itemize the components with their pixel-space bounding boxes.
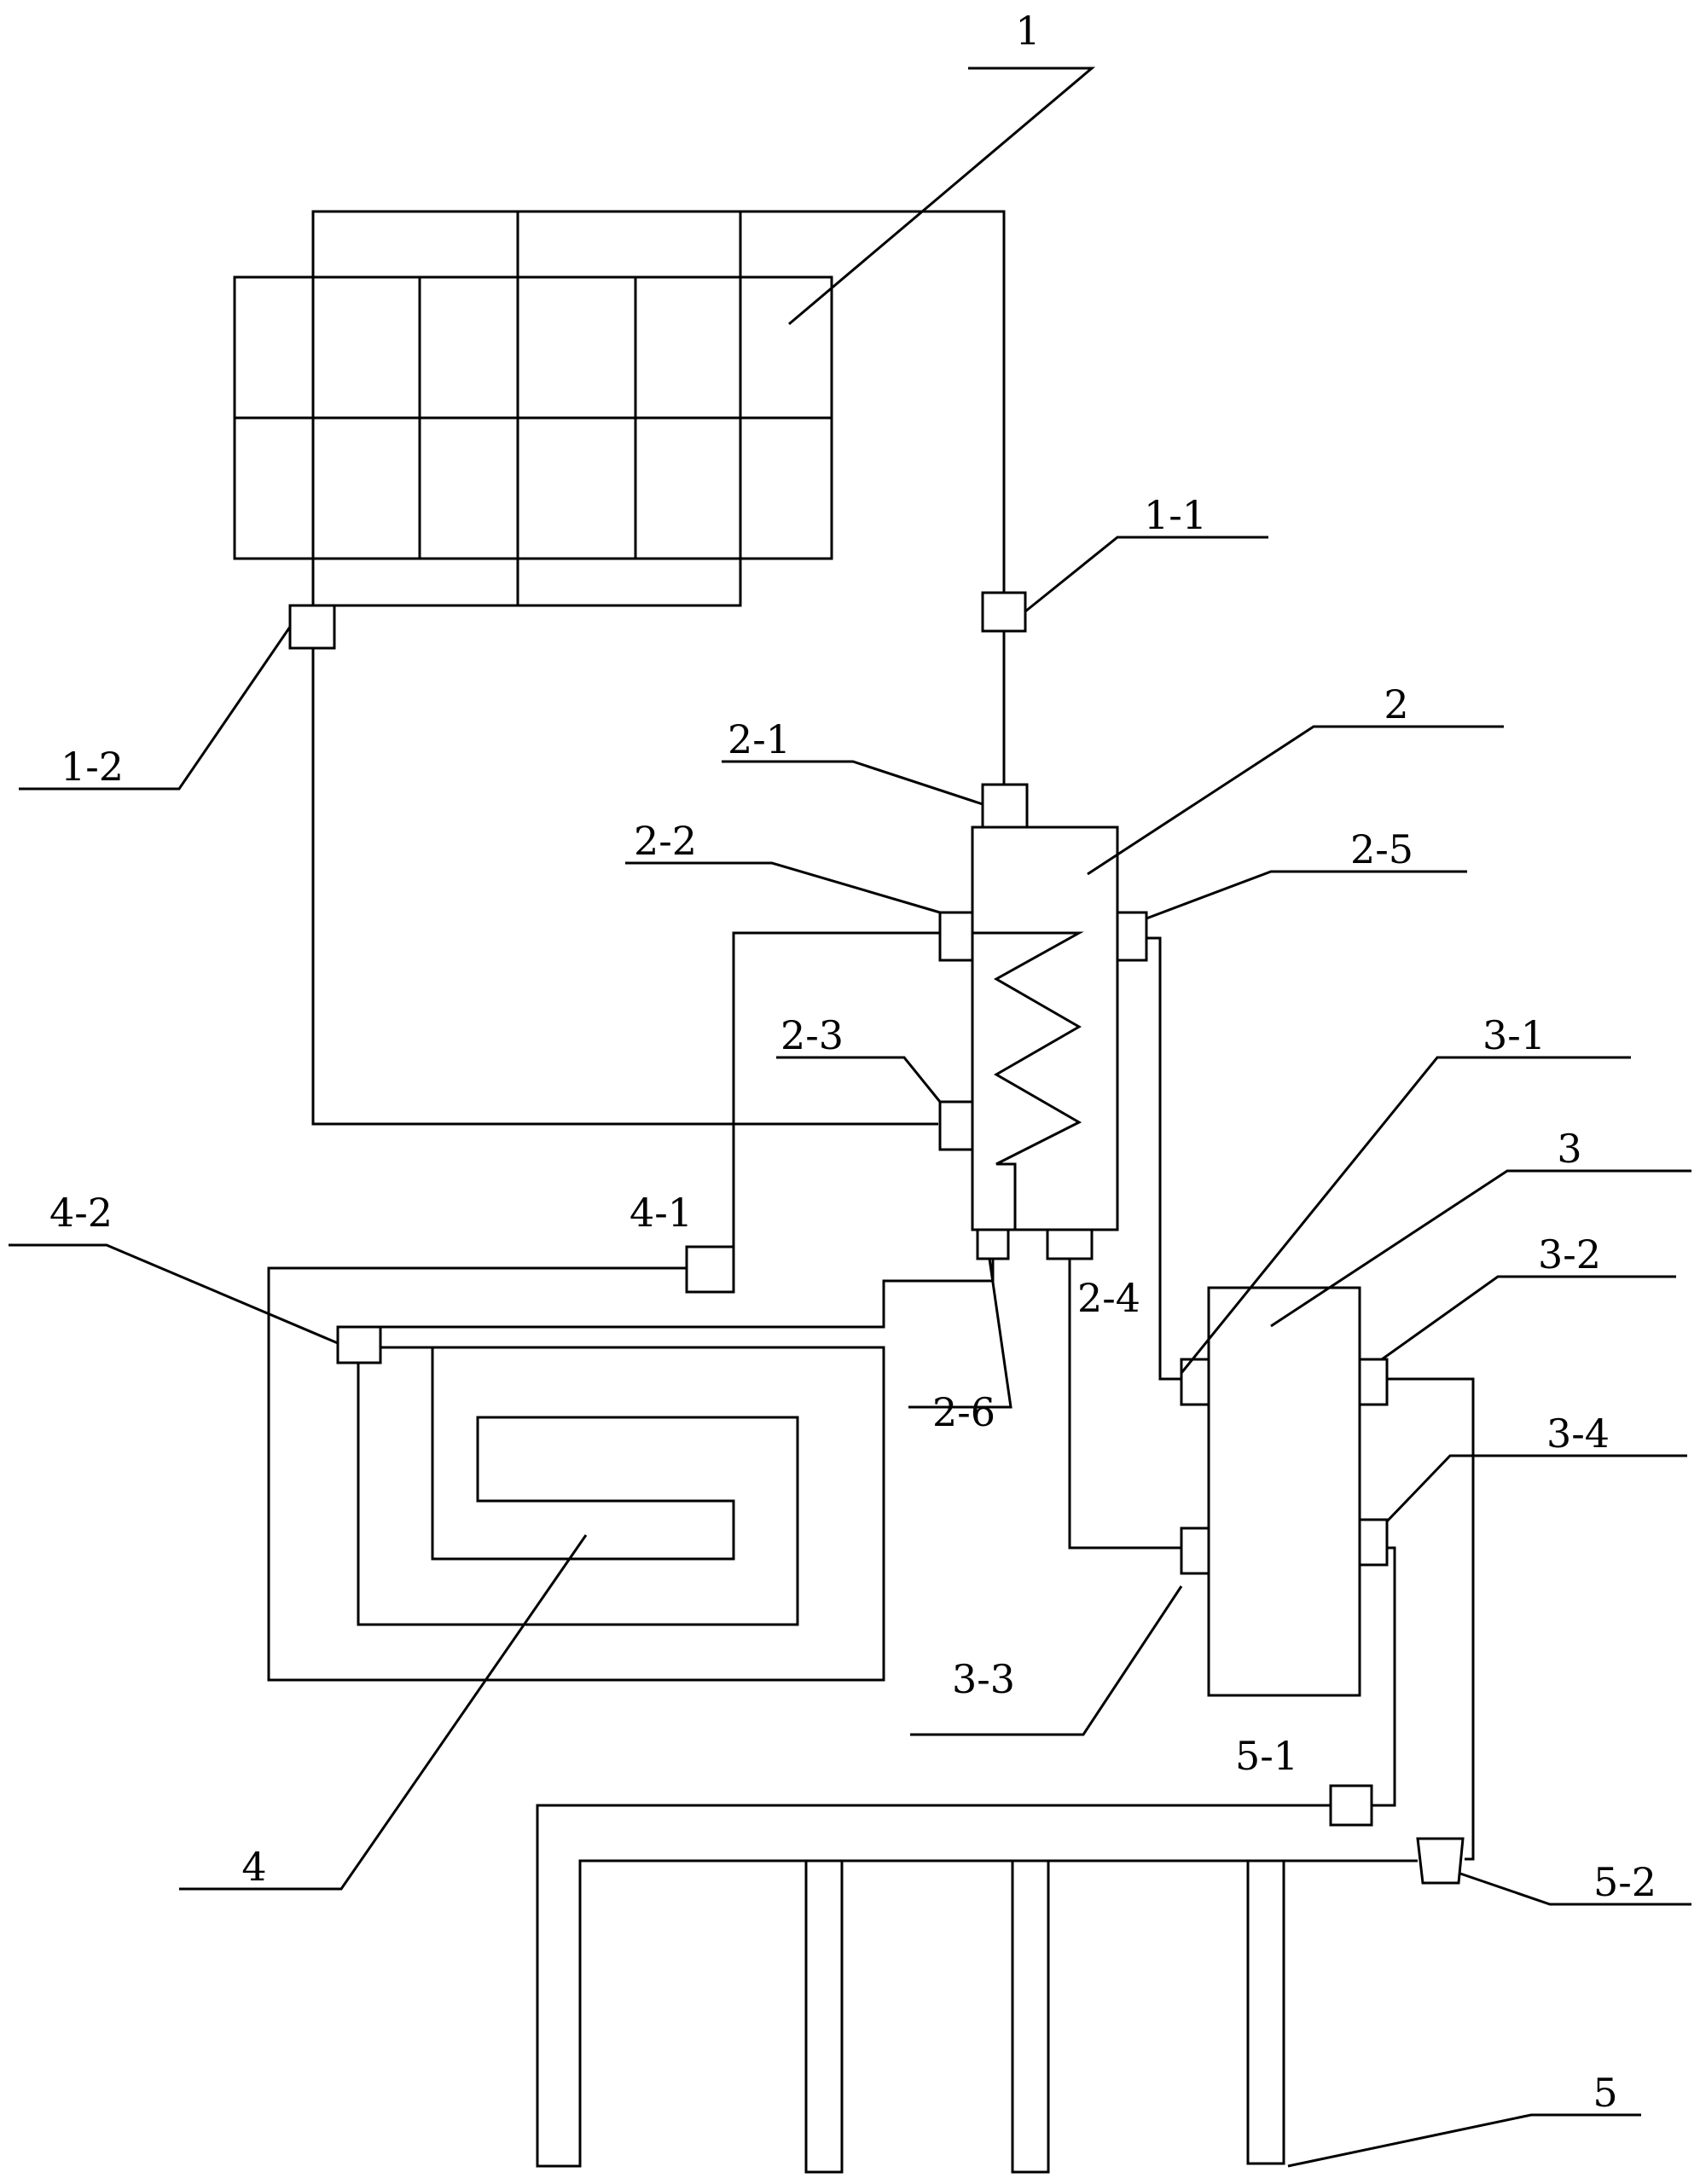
port-3-4 (1358, 1518, 1389, 1567)
valve-5-2 (1416, 1837, 1465, 1885)
radiator-unit (536, 1784, 1465, 2174)
port-2-5 (1116, 911, 1148, 962)
heat-exchanger (1180, 1286, 1389, 1697)
label-3-2: 3-2 (1538, 1231, 1601, 1277)
labels: 1 1-1 1-2 2 2-1 2-2 2-3 2-4 2-5 2-6 3 3-… (49, 8, 1656, 2116)
label-4: 4 (241, 1844, 266, 1890)
pipe-3-4-to-5-1 (1372, 1546, 1396, 1807)
pipe-2-2-to-4-1 (732, 931, 940, 1288)
pipe-2-4-to-3-3 (1068, 1259, 1181, 1550)
label-4-2: 4-2 (49, 1190, 113, 1236)
port-2-1 (981, 783, 1029, 829)
port-2-6 (976, 1228, 1010, 1260)
label-1-1: 1-1 (1144, 492, 1207, 538)
label-5-1: 5-1 (1235, 1733, 1298, 1779)
label-2-3: 2-3 (780, 1012, 844, 1058)
label-3-3: 3-3 (952, 1656, 1015, 1702)
heating-coil (972, 931, 1084, 1230)
pipe-2-5-to-3-1 (1146, 936, 1181, 1381)
valve-5-1 (1329, 1784, 1373, 1827)
port-3-3 (1180, 1526, 1210, 1575)
label-5-2: 5-2 (1593, 1859, 1656, 1905)
label-5: 5 (1593, 2070, 1617, 2116)
pipe-1-2-to-2-3 (311, 627, 938, 1126)
label-2: 2 (1384, 681, 1408, 727)
label-2-5: 2-5 (1350, 826, 1413, 872)
valve-1-2 (288, 604, 336, 650)
heat-storage-tank (938, 783, 1148, 1260)
port-2-3 (938, 1100, 974, 1151)
solar-collector-panel (233, 210, 1006, 607)
label-2-6: 2-6 (932, 1389, 995, 1435)
leader-lines (9, 67, 1691, 2168)
label-2-4: 2-4 (1077, 1275, 1140, 1321)
port-2-4 (1046, 1228, 1094, 1260)
label-2-2: 2-2 (634, 818, 697, 864)
floor-heating-coil (267, 1266, 885, 1682)
port-2-2 (938, 911, 974, 962)
label-3-1: 3-1 (1482, 1012, 1546, 1058)
label-1: 1 (1015, 8, 1040, 54)
valve-4-2 (336, 1325, 382, 1364)
label-3-4: 3-4 (1546, 1411, 1610, 1457)
valve-4-1 (685, 1245, 735, 1294)
label-1-2: 1-2 (61, 744, 124, 790)
label-3: 3 (1557, 1126, 1581, 1172)
label-4-1: 4-1 (630, 1190, 693, 1236)
pipe-3-2-to-5-2 (1387, 1377, 1475, 1861)
port-3-2 (1358, 1358, 1389, 1406)
valve-1-1 (981, 591, 1027, 633)
label-2-1: 2-1 (728, 716, 791, 762)
